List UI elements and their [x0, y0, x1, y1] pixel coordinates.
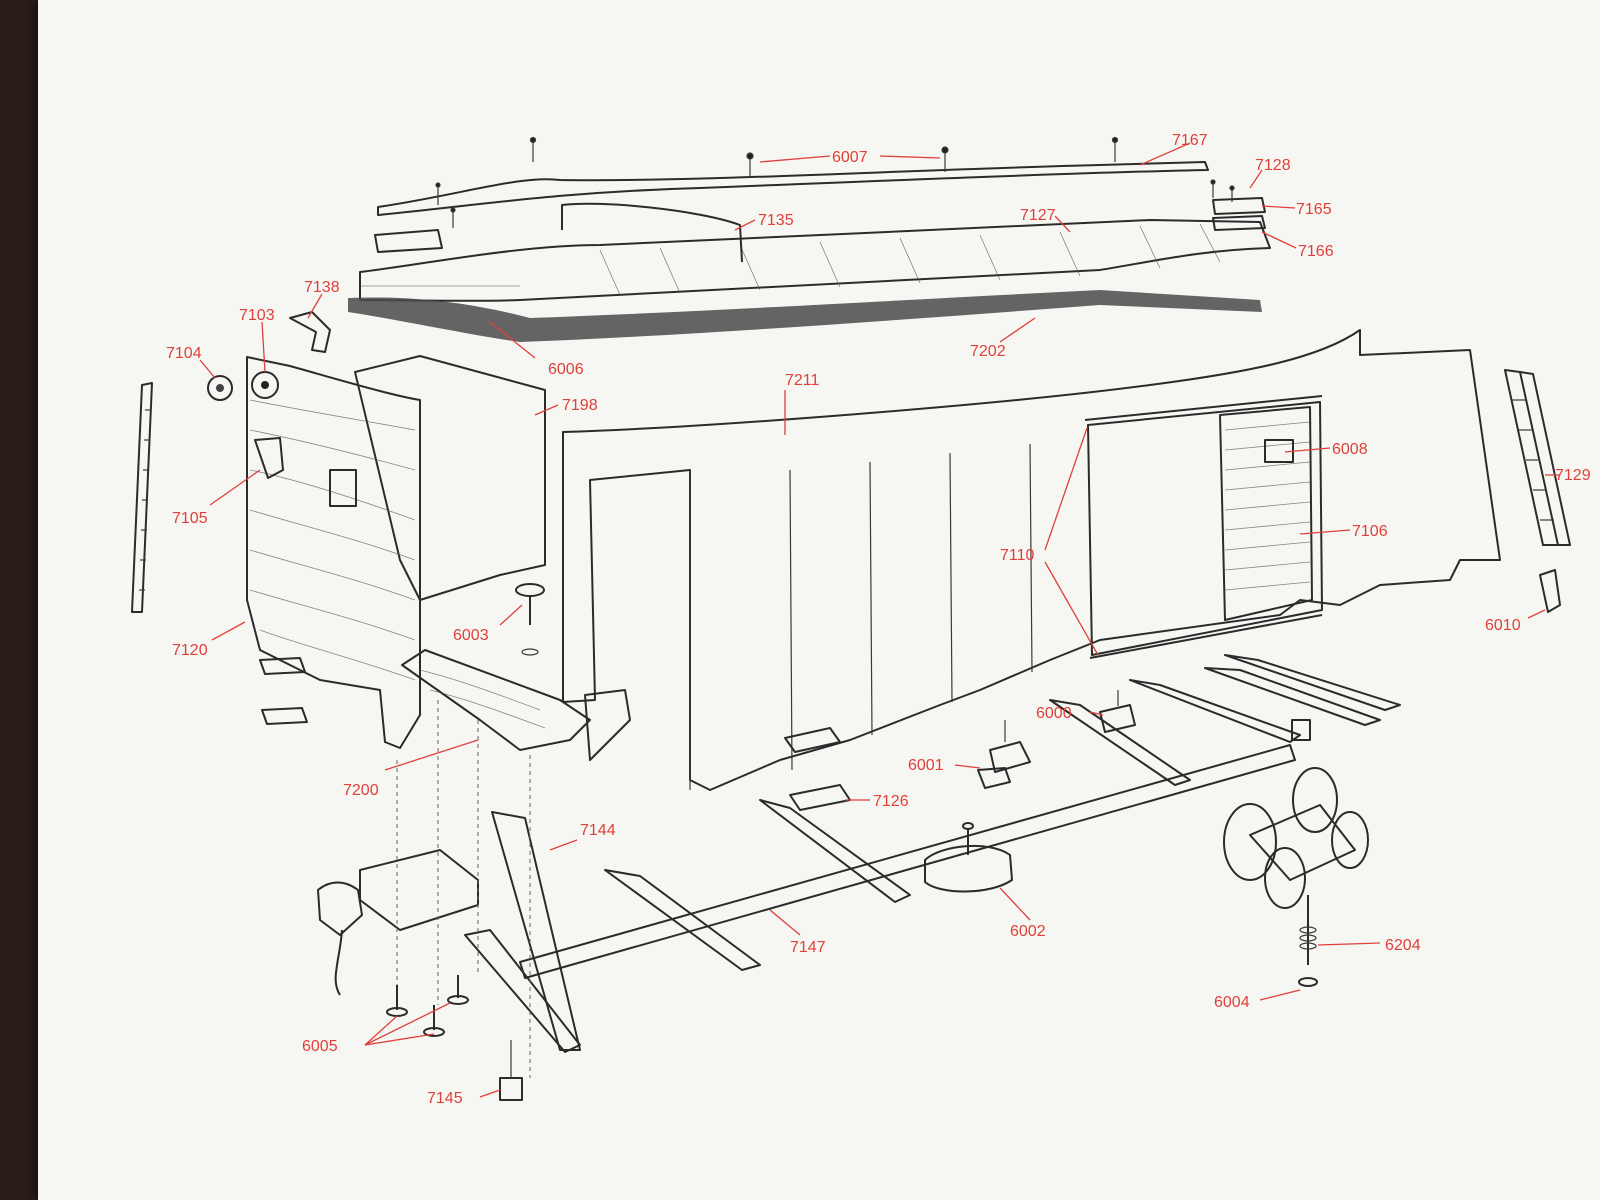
label-7126: 7126 [873, 793, 909, 810]
label-6010: 6010 [1485, 617, 1521, 634]
car-body-side [354, 329, 1501, 791]
label-7106: 7106 [1352, 523, 1388, 540]
label-7165: 7165 [1296, 201, 1332, 218]
label-6204: 6204 [1385, 937, 1421, 954]
label-7110: 7110 [1000, 547, 1035, 564]
label-7144: 7144 [580, 822, 616, 839]
label-7202: 7202 [970, 343, 1006, 360]
parts-diagram-sheet: 7167 7128 6007 7165 7135 7127 7166 7138 … [38, 0, 1600, 1200]
bolster-parts [977, 690, 1311, 789]
truck-assembly [1223, 767, 1369, 987]
label-6001: 6001 [908, 757, 944, 774]
label-6003: 6003 [453, 627, 489, 644]
callout-leaders [199, 142, 1560, 1098]
label-7211: 7211 [785, 372, 820, 389]
part-labels: 7167 7128 6007 7165 7135 7127 7166 7138 … [166, 132, 1591, 1107]
roof-assembly [348, 136, 1271, 342]
label-7135: 7135 [758, 212, 794, 229]
label-7166: 7166 [1298, 243, 1334, 260]
floor [401, 649, 591, 751]
boxcar-exploded-view: 7167 7128 6007 7165 7135 7127 7166 7138 … [131, 132, 1591, 1107]
label-6006: 6006 [548, 361, 584, 378]
label-7138: 7138 [304, 279, 340, 296]
coupler-assembly [317, 700, 531, 1101]
label-7147: 7147 [790, 939, 826, 956]
label-7145: 7145 [427, 1090, 463, 1107]
label-7200: 7200 [343, 782, 379, 799]
end-wall [131, 311, 421, 749]
right-ladder [1504, 369, 1571, 613]
label-7103: 7103 [239, 307, 275, 324]
label-7198: 7198 [562, 397, 598, 414]
label-7105: 7105 [172, 510, 208, 527]
label-7104: 7104 [166, 345, 202, 362]
label-7127: 7127 [1020, 207, 1056, 224]
screw-6003 [515, 583, 545, 656]
label-6000: 6000 [1036, 705, 1072, 722]
label-7128: 7128 [1255, 157, 1291, 174]
label-7120: 7120 [172, 642, 208, 659]
label-6002: 6002 [1010, 923, 1046, 940]
label-6005: 6005 [302, 1038, 338, 1055]
label-7129: 7129 [1555, 467, 1591, 484]
underframe [464, 654, 1401, 1053]
weight-6002 [924, 822, 1013, 893]
label-7167: 7167 [1172, 132, 1208, 149]
label-6008: 6008 [1332, 441, 1368, 458]
label-6004: 6004 [1214, 994, 1250, 1011]
label-6007: 6007 [832, 149, 868, 166]
